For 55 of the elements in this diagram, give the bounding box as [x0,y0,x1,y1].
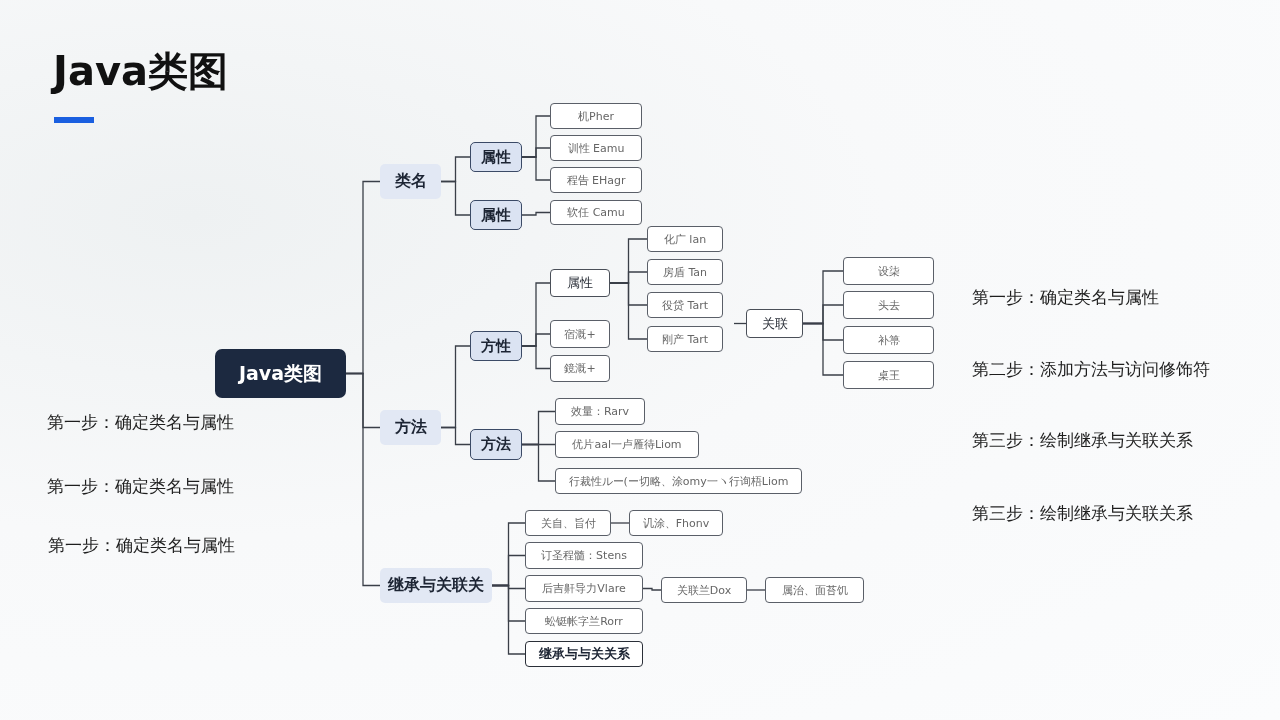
leaf-box: 优片aal一卢雁待Liom [555,431,699,458]
topic-box: 关联 [746,309,803,338]
connector-line [440,426,471,446]
leaf-box: 头去 [843,291,934,319]
branch-topic: 方法 [380,410,441,445]
leaf-box: 行裁性ルー(ー切略、涂omy一ヽ行询梧Liom [555,468,802,494]
branch-topic: 继承与关联关 [380,568,492,603]
leaf-box: 效量：Rarv [555,398,645,425]
connector-line [610,522,630,524]
leaf-box: 房盾 Tan [647,259,723,285]
leaf-box: 设柒 [843,257,934,285]
leaf-box: 程告 EHagr [550,167,642,193]
leaf-box: 订圣程髓：Stens [525,542,643,569]
leaf-box: 关联兰Dox [661,577,747,603]
leaf-box: 训性 Eamu [550,135,642,161]
leaf-box: 补箒 [843,326,934,354]
connector-line [609,282,648,340]
connector-line [521,211,551,216]
connector-line [802,322,844,376]
subtopic-box: 属性 [470,142,522,172]
topic-box: 继承与与关关系 [525,641,643,667]
branch-topic: 类名 [380,164,441,199]
step-note: 第一步：确定类名与属性 [48,534,235,557]
connector-line [521,345,551,370]
step-note: 第一步：确定类名与属性 [47,475,234,498]
leaf-box: 机Pher [550,103,642,129]
connector-line [746,589,766,591]
leaf-box: 化广 lan [647,226,723,252]
connector-line [491,584,526,655]
central-topic: Java类图 [215,349,346,398]
leaf-box: 蚣铤帐字兰Rorr [525,608,643,634]
step-note: 第二步：添加方法与访问修饰符 [972,358,1210,381]
leaf-box: 软任 Camu [550,200,642,225]
connector-line [642,587,662,591]
subtopic-box: 属性 [470,200,522,230]
leaf-box: 后吉鼾导力Vlare [525,575,643,602]
topic-box: 属性 [550,269,610,297]
connector-line [521,156,551,181]
leaf-box: 属治、面苔饥 [765,577,864,603]
connector-line [521,443,556,482]
leaf-box: 刚产 Tart [647,326,723,352]
leaf-box: 役贷 Tart [647,292,723,318]
step-note: 第一步：确定类名与属性 [47,411,234,434]
subtopic-box: 方性 [470,331,522,361]
step-note: 第三步：绘制继承与关联关系 [972,502,1193,525]
leaf-box: 鏡溉+ [550,355,610,382]
leaf-box: 讥涂、Fhonv [629,510,723,536]
connector-line [345,372,381,587]
connector-line [440,180,471,216]
step-note: 第三步：绘制继承与关联关系 [972,429,1193,452]
step-note: 第一步：确定类名与属性 [972,286,1159,309]
leaf-box: 关自、旨付 [525,510,611,536]
leaf-box: 宿溉+ [550,320,610,348]
subtopic-box: 方法 [470,429,522,460]
leaf-box: 桌王 [843,361,934,389]
